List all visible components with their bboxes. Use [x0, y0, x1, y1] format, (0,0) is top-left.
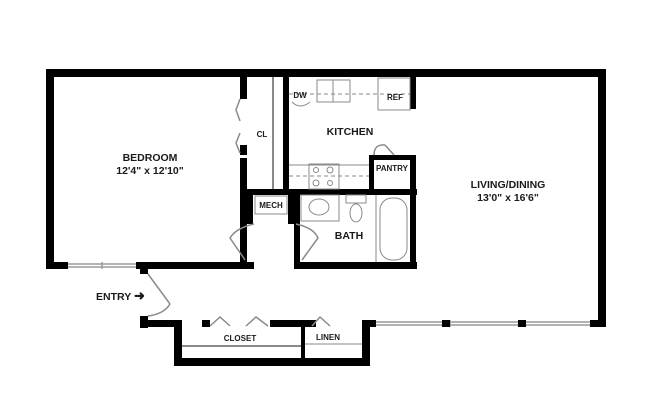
- living-dims: 13'0" x 16'6": [477, 192, 539, 204]
- windows: [68, 262, 598, 327]
- closet-label: CLOSET: [223, 334, 257, 343]
- mech-label: MECH: [259, 201, 283, 210]
- interior-walls: [240, 69, 417, 269]
- kitchen-label: KITCHEN: [326, 126, 374, 138]
- dw-label: DW: [293, 91, 307, 100]
- entry-label: ENTRY ➜: [96, 289, 145, 304]
- arrow-right-icon: ➜: [133, 288, 145, 303]
- bedroom-name: BEDROOM: [122, 152, 178, 164]
- doors: [147, 98, 395, 327]
- pantry-label: PANTRY: [376, 164, 408, 173]
- bedroom-label: BEDROOM 12'4" x 12'10": [85, 152, 215, 178]
- cl-label: CL: [256, 130, 268, 139]
- bath-label: BATH: [334, 230, 364, 242]
- living-name: LIVING/DINING: [470, 179, 546, 191]
- bedroom-dims: 12'4" x 12'10": [116, 165, 184, 177]
- living-label: LIVING/DINING 13'0" x 16'6": [448, 179, 568, 205]
- linen-label: LINEN: [316, 333, 340, 342]
- ref-label: REF: [387, 93, 403, 102]
- entry-text: ENTRY: [96, 291, 132, 303]
- exterior-walls: [46, 69, 606, 366]
- fixtures: [182, 77, 411, 347]
